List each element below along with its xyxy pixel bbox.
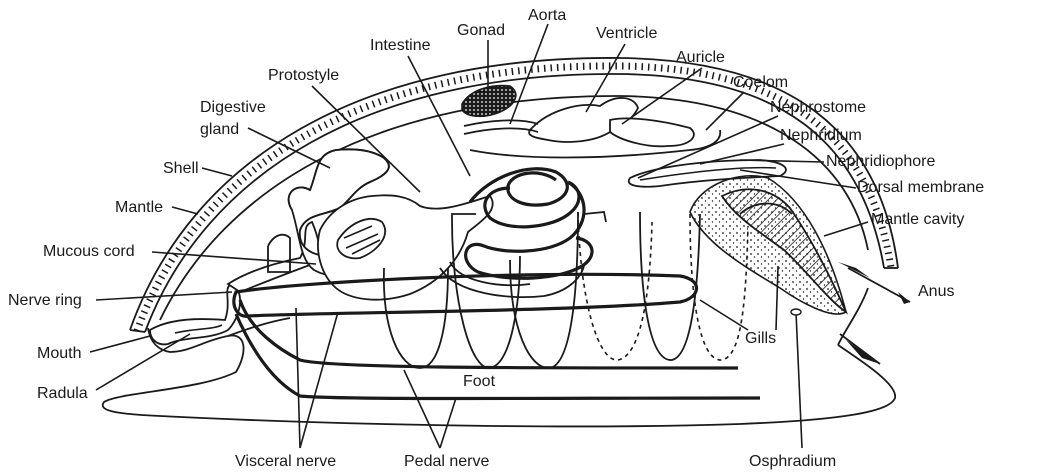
svg-text:Osphradium: Osphradium [749,453,836,470]
svg-text:Visceral nerve: Visceral nerve [235,453,336,470]
label-intestine: Intestine [370,37,470,176]
svg-text:Aorta: Aorta [528,7,566,24]
svg-text:Protostyle: Protostyle [268,67,339,84]
label-shell: Shell [163,160,232,177]
svg-text:Mantle cavity: Mantle cavity [871,211,964,228]
svg-text:Shell: Shell [163,160,199,177]
gonad [462,86,516,117]
svg-text:gland: gland [200,121,239,138]
svg-text:Mouth: Mouth [37,345,81,362]
label-anus: Anus [918,283,954,300]
svg-text:Dorsal membrane: Dorsal membrane [857,179,984,196]
svg-text:Ventricle: Ventricle [596,25,657,42]
svg-text:Pedal nerve: Pedal nerve [404,453,489,470]
svg-text:Gills: Gills [745,330,776,347]
label-gonad: Gonad [457,22,505,90]
label-nerve-ring: Nerve ring [8,292,232,309]
svg-text:Nephrostome: Nephrostome [770,99,866,116]
label-mantle: Mantle [115,199,198,216]
flow-arrows [838,262,910,364]
svg-text:Nephridiophore: Nephridiophore [826,153,936,170]
label-mouth: Mouth [37,336,150,362]
svg-text:Mucous cord: Mucous cord [43,243,135,260]
svg-text:Foot: Foot [463,373,496,390]
ctenidium [690,176,846,314]
label-mucous-cord: Mucous cord [43,243,316,264]
svg-text:Mantle: Mantle [115,199,163,216]
svg-text:Radula: Radula [37,385,88,402]
svg-text:Digestive: Digestive [200,99,266,116]
svg-text:Intestine: Intestine [370,37,431,54]
svg-text:Gonad: Gonad [457,22,505,39]
label-digestive-gland: Digestive gland [200,99,330,168]
label-auricle: Auricle [622,49,725,124]
label-mantle-cavity: Mantle cavity [824,211,964,236]
label-foot: Foot [463,373,496,390]
nerve-cords [234,274,760,398]
svg-text:Nerve ring: Nerve ring [8,292,82,309]
svg-text:Nephridium: Nephridium [780,127,862,144]
svg-text:Auricle: Auricle [676,49,725,66]
svg-text:Coelom: Coelom [733,74,788,91]
svg-text:Anus: Anus [918,283,954,300]
